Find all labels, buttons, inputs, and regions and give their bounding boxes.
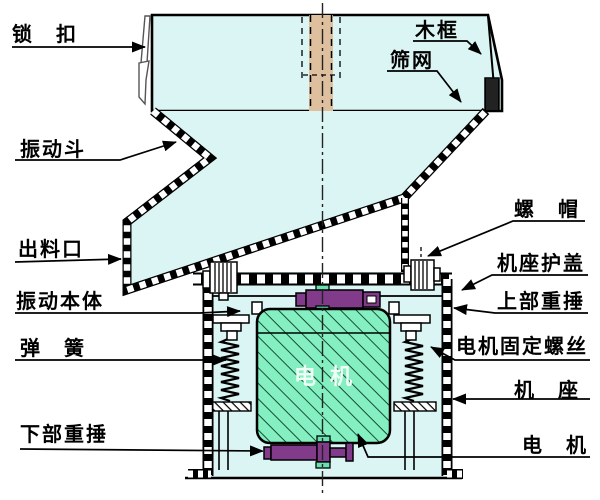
label-spring: 弹 簧	[20, 336, 86, 360]
motor-core-label: 电机	[294, 365, 366, 390]
mesh-section	[484, 77, 500, 112]
right-spring	[400, 336, 424, 403]
upper-weight	[295, 284, 381, 312]
left-spring	[216, 336, 240, 403]
lock-latch	[138, 15, 151, 106]
hopper-wall	[122, 107, 490, 297]
left-pedestal	[218, 411, 229, 470]
label-outlet: 出料口	[18, 237, 84, 261]
right-spring-bracket	[393, 314, 431, 341]
label-base: 机 座	[514, 378, 580, 402]
leader-wood-frame	[413, 40, 482, 55]
label-base-cover: 机座护盖	[497, 251, 585, 275]
label-wood-frame: 木框	[414, 18, 459, 42]
leader-vibration-body	[15, 306, 241, 318]
leader-base-cover	[461, 274, 588, 291]
label-hopper: 振动斗	[20, 137, 86, 161]
left-spring-plate	[208, 401, 252, 412]
leader-hopper	[15, 140, 177, 161]
right-deck-bolt	[403, 247, 441, 291]
label-vibration-body: 振动本体	[16, 289, 104, 313]
leader-upper-weight	[453, 304, 588, 316]
label-lock: 锁 扣	[12, 22, 78, 46]
label-lower-weight: 下部重捶	[20, 422, 108, 446]
leader-motor	[357, 433, 590, 458]
hopper-interior	[127, 111, 486, 290]
label-sieve-mesh: 筛网	[390, 48, 434, 72]
right-spring-plate	[393, 401, 437, 412]
leader-lower-weight	[19, 445, 264, 457]
label-motor-screw: 电机固定螺丝	[456, 334, 588, 358]
leader-nut	[427, 220, 585, 257]
left-deck-bolt	[202, 261, 238, 301]
right-pedestal	[404, 411, 415, 470]
leader-motor-screw	[430, 346, 590, 361]
motor-left-mount	[251, 301, 263, 315]
motor-right-mount	[388, 301, 400, 315]
label-upper-weight: 上部重捶	[497, 289, 585, 313]
label-motor: 电 机	[522, 433, 588, 457]
leader-sieve-mesh	[387, 70, 462, 103]
label-nut: 螺 帽	[514, 197, 580, 221]
leader-outlet	[14, 253, 122, 265]
wood-strip	[309, 15, 333, 111]
